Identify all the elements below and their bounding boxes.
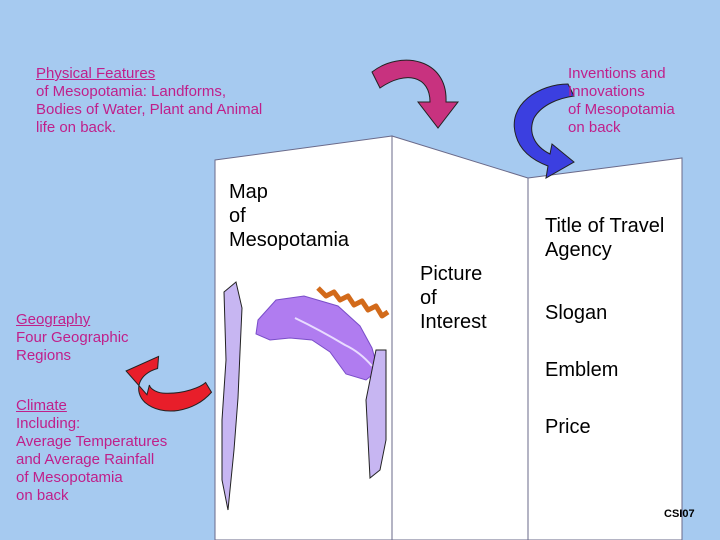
inventions-note: Inventions and Innovations of Mesopotami…	[568, 65, 718, 137]
picture-label-line1: Picture	[420, 263, 483, 285]
map-label-line2: of	[229, 205, 246, 227]
brochure-right-panel	[527, 157, 683, 540]
map-label: Map of Mesopotamia	[229, 180, 349, 252]
geography-line1: Geography	[16, 311, 91, 328]
mountain-strip-left	[221, 281, 243, 511]
physical-features-line1: Physical Features	[36, 65, 156, 82]
inventions-line2: Innovations	[568, 83, 645, 100]
slogan-label: Slogan	[545, 302, 608, 324]
travel-agency-title-line2: Agency	[545, 239, 612, 261]
picture-label-line3: Interest	[420, 311, 487, 333]
climate-line4: and Average Rainfall	[16, 451, 155, 468]
emblem-label: Emblem	[545, 359, 619, 381]
curved-arrow-red	[125, 355, 213, 412]
climate-note: Climate Including: Average Temperatures …	[16, 397, 221, 505]
physical-features-line2: of Mesopotamia: Landforms,	[36, 83, 227, 100]
brochure-center-panel	[391, 135, 529, 540]
physical-features-line3: Bodies of Water, Plant and Animal	[36, 101, 263, 118]
climate-line2: Including:	[16, 415, 81, 432]
mesopotamia-land-shape	[255, 295, 379, 381]
inventions-line4: on back	[568, 119, 621, 136]
river-line	[294, 317, 373, 367]
credit-label: CSI07	[664, 508, 695, 520]
climate-line1: Climate	[16, 397, 67, 414]
physical-features-line4: life on back.	[36, 119, 117, 136]
map-label-line1: Map	[229, 181, 268, 203]
physical-features-note: Physical Features of Mesopotamia: Landfo…	[36, 65, 356, 137]
picture-label: Picture of Interest	[420, 262, 487, 334]
mountain-strip-right	[365, 349, 387, 479]
travel-agency-title-line1: Title of Travel	[545, 215, 665, 237]
climate-line5: of Mesopotamia	[16, 469, 123, 486]
travel-agency-title: Title of Travel Agency	[545, 214, 664, 262]
geography-line3: Regions	[16, 347, 72, 364]
inventions-line1: Inventions and	[568, 65, 666, 82]
price-label: Price	[545, 416, 591, 438]
climate-line3: Average Temperatures	[16, 433, 168, 450]
curved-arrow-blue	[513, 83, 575, 179]
map-label-line3: Mesopotamia	[229, 229, 350, 251]
geography-note: Geography Four Geographic Regions	[16, 311, 216, 365]
curved-arrow-magenta	[371, 59, 460, 129]
geography-line2: Four Geographic	[16, 329, 129, 346]
picture-label-line2: of	[420, 287, 437, 309]
climate-line6: on back	[16, 487, 69, 504]
zigzag-band	[316, 286, 390, 319]
inventions-line3: of Mesopotamia	[568, 101, 675, 118]
